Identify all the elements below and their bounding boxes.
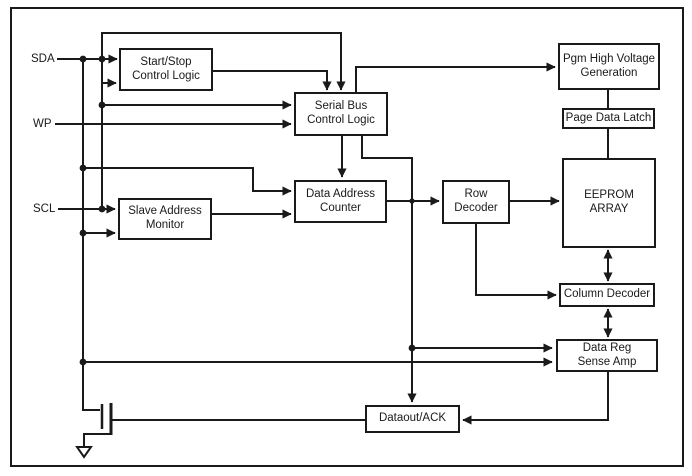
block-pgm-high-voltage-generation: Pgm High Voltage Generation [558, 43, 660, 90]
net-serialbus-to-dataout [362, 136, 553, 403]
block-slave-address-monitor: Slave Address Monitor [118, 198, 212, 240]
pin-label-wp: WP [32, 117, 53, 131]
block-start-stop-control-logic: Start/Stop Control Logic [119, 48, 213, 91]
net-serialbus-to-pgmhv [356, 62, 556, 92]
junction-dots [79, 55, 416, 366]
block-data-reg-sense-amp: Data Reg Sense Amp [556, 339, 658, 372]
net-sda-rail-outer [83, 59, 553, 410]
net-rowdec-to-coldec [476, 224, 557, 300]
ground-symbol-icon [77, 447, 91, 457]
block-eeprom-array: EEPROM ARRAY [562, 158, 656, 248]
block-data-address-counter: Data Address Counter [294, 180, 387, 223]
diagram-frame [10, 7, 684, 467]
block-column-decoder: Column Decoder [559, 283, 655, 307]
pin-label-scl: SCL [32, 202, 57, 216]
net-datareg-to-dataout [462, 372, 608, 425]
block-serial-bus-control-logic: Serial Bus Control Logic [294, 92, 388, 136]
net-startstop-to-serialbus [213, 71, 332, 91]
net-sda-rail-inner [102, 59, 292, 209]
net-sda [57, 33, 346, 91]
block-page-data-latch: Page Data Latch [562, 108, 655, 129]
pin-label-sda: SDA [30, 52, 56, 66]
block-dataout-ack: Dataout/ACK [365, 405, 460, 433]
block-row-decoder: Row Decoder [442, 180, 510, 224]
nmos-transistor-icon [84, 403, 111, 447]
